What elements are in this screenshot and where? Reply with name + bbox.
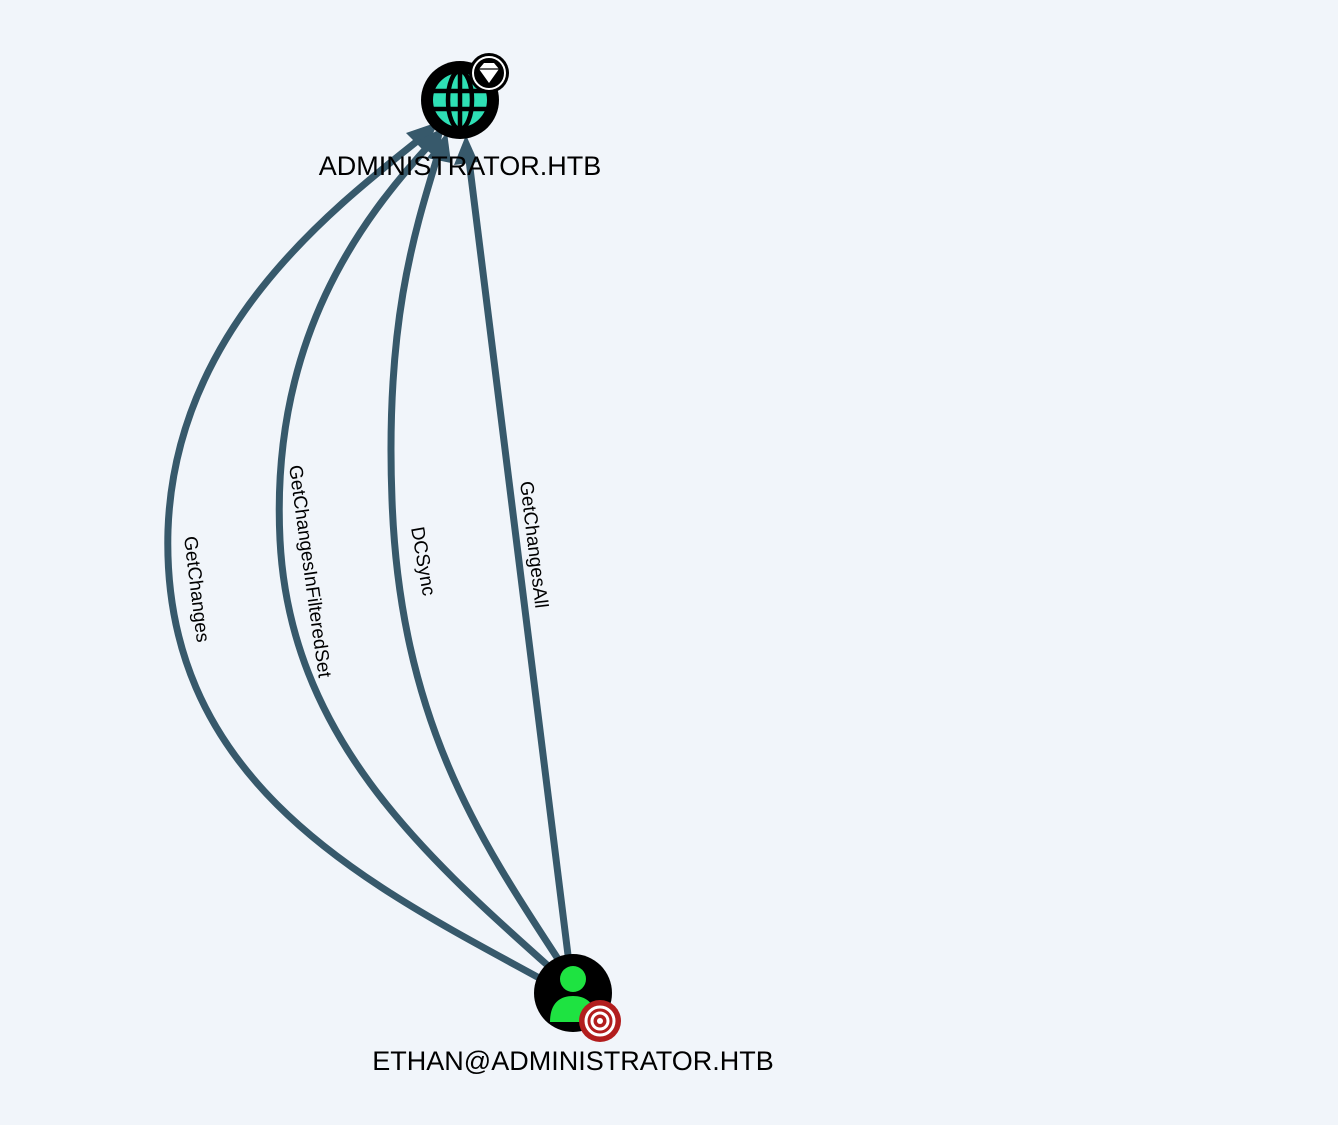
edge-getchangesall[interactable]: GetChangesAll: [454, 135, 572, 959]
user-node-label: ETHAN@ADMINISTRATOR.HTB: [372, 1046, 773, 1076]
domain-node-label: ADMINISTRATOR.HTB: [319, 151, 602, 181]
high-value-diamond-icon: [469, 53, 509, 93]
edge-label-getchangesinfilteredset: GetChangesInFilteredSet: [284, 464, 335, 680]
edge-label-dcsync: DCSync: [406, 525, 439, 597]
edge-label-getchanges: GetChanges: [179, 535, 213, 643]
user-node[interactable]: ETHAN@ADMINISTRATOR.HTB: [372, 954, 774, 1076]
owned-target-icon: [579, 1000, 621, 1042]
domain-node[interactable]: ADMINISTRATOR.HTB: [319, 53, 602, 181]
